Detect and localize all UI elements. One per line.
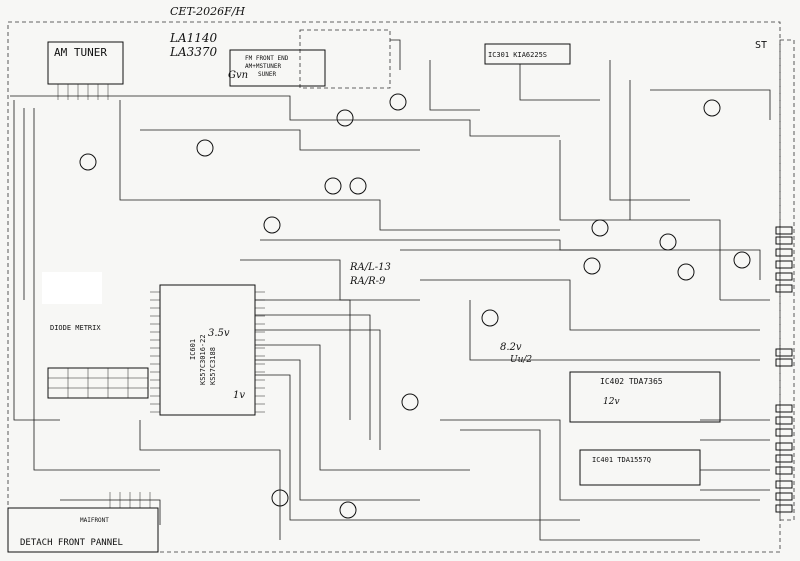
detach-panel-label: DETACH FRONT PANNEL (20, 538, 123, 548)
transistor-q11 (677, 263, 695, 281)
connector-pin (775, 428, 793, 437)
transistor-q8 (591, 219, 609, 237)
connector-pin (775, 260, 793, 269)
fm-front-end-line-1: FM FRONT END (245, 55, 289, 62)
tuner-inset-outline (299, 29, 391, 89)
v-note-3: 12v (603, 397, 620, 407)
connector-pin (775, 404, 793, 413)
diode-matrix-grid (48, 368, 148, 398)
main-board-outline (7, 21, 781, 553)
transistor-q17 (703, 99, 721, 117)
ic601-label-b: KS57C3016-22 (199, 334, 207, 385)
v-note-4: 1v (233, 390, 245, 401)
transistor-q6 (389, 93, 407, 111)
connector-pin (775, 442, 793, 451)
connector-pin (775, 284, 793, 293)
diode-matrix-table (47, 367, 149, 399)
right-connectors (775, 226, 793, 513)
transistor-q2 (196, 139, 214, 157)
transistor-q4 (349, 177, 367, 195)
ra-note-2: RA/R-9 (349, 276, 386, 287)
ic402-label: IC402 TDA7365 (600, 377, 663, 386)
diode-matrix-label: DIODE METRIX (50, 324, 101, 332)
ic401-block (579, 449, 701, 486)
ic402-block (569, 371, 721, 423)
v-note-2: 8.2v (500, 342, 522, 353)
gvn-note: Gvn (228, 70, 248, 81)
am-tuner-label: AM TUNER (54, 46, 107, 59)
connector-pin (775, 272, 793, 281)
connector-pin (775, 480, 793, 489)
main-front-label: MAIFRONT (80, 517, 109, 524)
ic601-block (159, 284, 256, 416)
v-note-1: 3.5v (208, 328, 230, 339)
connector-pin (775, 416, 793, 425)
ic401-label: IC401 TDA1557Q (592, 456, 651, 464)
ic301-label: IC301 KIA6225S (488, 51, 547, 59)
transistor-q9 (583, 257, 601, 275)
ic601-label-a: IC601 (189, 339, 197, 360)
connector-pin (775, 466, 793, 475)
right-edge-outline (779, 39, 795, 521)
blank-patch (42, 272, 102, 304)
fm-front-end-line-2: AM+MSTUNER (245, 63, 282, 70)
st-label: ST (755, 40, 767, 51)
connector-pin (775, 236, 793, 245)
transistor-q1 (79, 153, 97, 171)
transistor-q15 (339, 501, 357, 519)
connector-pin (775, 504, 793, 513)
ic-note-2: LA3370 (169, 45, 218, 59)
ic-note-1: LA1140 (169, 31, 218, 45)
wiring-bus (10, 39, 771, 541)
connector-pin (775, 248, 793, 257)
transistor-q10 (659, 233, 677, 251)
transistor-group (79, 93, 751, 519)
fm-front-end-block (229, 49, 326, 87)
ra-note-1: RA/L-13 (349, 262, 391, 273)
transistor-q13 (481, 309, 499, 327)
fm-front-end-line-3: SUNER (258, 71, 276, 78)
ic601-label-c: KS57C3188 (209, 347, 217, 385)
connector-pin (775, 358, 793, 367)
connector-pin (775, 348, 793, 357)
transistor-q3 (324, 177, 342, 195)
transistor-q14 (401, 393, 419, 411)
transistor-q7 (263, 216, 281, 234)
am-tuner-block (47, 41, 124, 85)
detach-panel-box (7, 507, 159, 553)
ic601-pins (150, 291, 265, 413)
connector-pin (775, 454, 793, 463)
connector-pin (775, 492, 793, 501)
front-panel-pins (109, 492, 151, 508)
ic301-block (484, 43, 571, 65)
transistor-q12 (733, 251, 751, 269)
connector-pin (775, 226, 793, 235)
transistor-q5 (336, 109, 354, 127)
title-note: CET-2026F/H (170, 5, 245, 18)
am-tuner-pins (57, 84, 109, 100)
